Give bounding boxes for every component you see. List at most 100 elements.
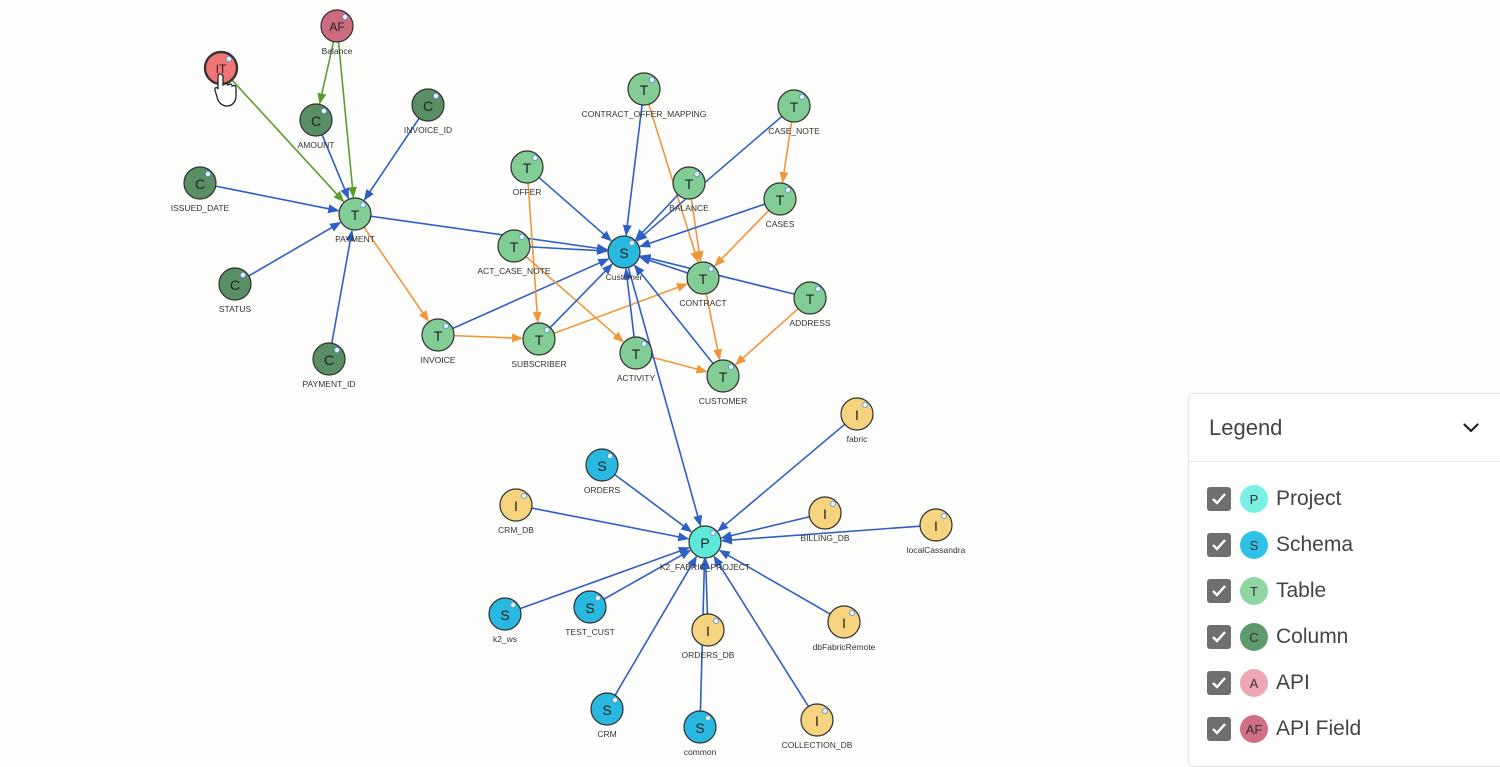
node-label: dbFabricRemote (813, 642, 876, 652)
node-amount[interactable]: C AMOUNT (298, 103, 335, 150)
edge-activity-to-customer_t (651, 356, 708, 374)
info-badge-icon (442, 322, 449, 329)
legend-label: Schema (1276, 533, 1354, 556)
legend-label: Project (1276, 487, 1342, 510)
edge-crm_s-to-project (614, 555, 698, 696)
node-label: ORDERS (584, 485, 621, 495)
node-type-letter: C (311, 113, 321, 129)
edge-fabric-to-project (717, 423, 846, 532)
node-label: CONTRACT (679, 298, 726, 308)
legend-item-schema[interactable]: S Schema (1207, 522, 1500, 568)
node-type-letter: S (602, 702, 611, 718)
edge-local_cassandra-to-project (720, 525, 921, 545)
node-type-letter: T (434, 328, 443, 344)
info-badge-icon (612, 697, 619, 704)
edge-crm_db-to-project (531, 507, 690, 542)
edge-invoice_id-to-payment (363, 117, 420, 201)
info-badge-icon (333, 346, 340, 353)
edge-payment_id-to-payment (331, 229, 355, 344)
checkbox-icon[interactable] (1207, 533, 1231, 557)
edge-offer-to-subscriber (527, 182, 542, 324)
info-badge-icon (708, 265, 715, 272)
chevron-down-icon[interactable] (1461, 418, 1481, 438)
node-type-letter: T (790, 99, 799, 115)
edge-test_cust-to-project (603, 549, 692, 600)
node-type-letter: T (640, 82, 649, 98)
node-label: CRM_DB (498, 525, 534, 535)
checkbox-icon[interactable] (1207, 487, 1231, 511)
edge-invoice-to-subscriber (453, 333, 524, 343)
legend-item-table[interactable]: T Table (1207, 568, 1500, 614)
legend-label: API Field (1276, 717, 1362, 740)
checkbox-icon[interactable] (1207, 717, 1231, 741)
node-label: OFFER (513, 187, 542, 197)
node-type-letter: T (535, 332, 544, 348)
node-type-letter: S (619, 245, 628, 261)
edge-collection_db-to-project (713, 555, 810, 707)
legend-header[interactable]: Legend (1189, 394, 1500, 462)
legend-item-api-field[interactable]: AF API Field (1207, 706, 1500, 752)
info-badge-icon (341, 13, 348, 20)
node-type-letter: C (195, 176, 205, 192)
node-label: AMOUNT (298, 140, 335, 150)
checkbox-icon[interactable] (1207, 671, 1231, 695)
node-type-letter: T (632, 346, 641, 362)
legend-label: Table (1276, 579, 1327, 602)
info-badge-icon (629, 239, 636, 246)
info-badge-icon (694, 170, 701, 177)
node-label: k2_ws (493, 634, 517, 644)
info-badge-icon (204, 170, 211, 177)
edge-amount-to-payment (321, 134, 350, 200)
node-label: K2_FABRIC_PROJECT (660, 562, 750, 572)
edge-issued_date-to-payment (215, 185, 340, 214)
node-k2-ws[interactable]: Sk2_ws (488, 597, 522, 644)
checkbox-icon[interactable] (1207, 625, 1231, 649)
api-swatch-icon: A (1240, 669, 1268, 697)
edge-activity-to-customer_s (622, 267, 635, 338)
hand-cursor-icon (214, 73, 237, 107)
info-badge-icon (830, 500, 837, 507)
node-type-letter: S (500, 607, 509, 623)
info-badge-icon (849, 610, 856, 617)
node-label: common (684, 747, 717, 757)
legend-item-column[interactable]: C Column (1207, 614, 1500, 660)
checkbox-icon[interactable] (1207, 579, 1231, 603)
info-badge-icon (320, 108, 327, 115)
node-label: PAYMENT (335, 234, 375, 244)
legend-item-project[interactable]: P Project (1207, 476, 1500, 522)
edge-cases-to-customer_s (639, 203, 766, 248)
node-project[interactable]: PK2_FABRIC_PROJECT (660, 525, 750, 572)
legend-item-api[interactable]: A API (1207, 660, 1500, 706)
lineage-graph[interactable]: AFBalanceITPACAMOUNTCINVOICE_IDCISSUED_D… (0, 0, 1180, 762)
